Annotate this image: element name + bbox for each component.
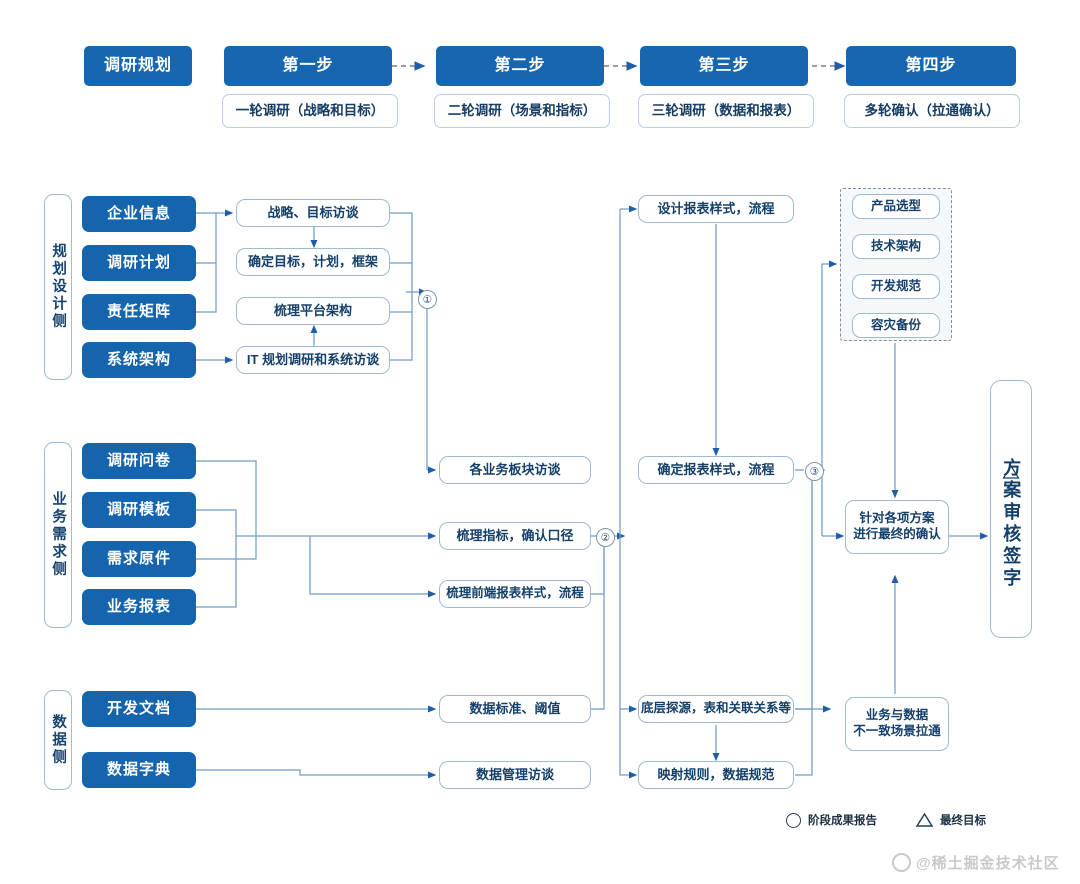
header-step-3-sub: 三轮调研（数据和报表） — [638, 94, 814, 128]
lane-label-business: 业务需求侧 — [44, 442, 72, 628]
task-confirm-report-style-flow[interactable]: 确定报表样式，流程 — [638, 456, 794, 484]
task-final-confirmation[interactable]: 针对各项方案 进行最终的确认 — [845, 500, 949, 554]
task-disaster-recovery-backup[interactable]: 容灾备份 — [852, 313, 940, 338]
triangle-icon — [1002, 465, 1020, 479]
connector-badge-2: ② — [596, 528, 615, 547]
task-product-selection[interactable]: 产品选型 — [852, 194, 940, 219]
lane-label-data: 数据侧 — [44, 690, 72, 790]
header-step-4-sub: 多轮确认（拉通确认） — [844, 94, 1020, 128]
task-mapping-rules-data-spec[interactable]: 映射规则，数据规范 — [638, 761, 794, 789]
task-platform-architecture[interactable]: 梳理平台架构 — [236, 297, 390, 325]
task-business-data-gap-line2: 不一致场景拉通 — [853, 724, 941, 738]
task-strategy-goal-interview[interactable]: 战略、目标访谈 — [236, 199, 390, 227]
header-step-1-sub: 一轮调研（战略和目标） — [222, 94, 398, 128]
watermark-text: @稀土掘金技术社区 — [916, 855, 1060, 872]
header-step-2-sub: 二轮调研（场景和指标） — [434, 94, 610, 128]
header-step-3: 第三步 — [640, 46, 808, 86]
header-step-2: 第二步 — [436, 46, 604, 86]
header-step-4: 第四步 — [846, 46, 1016, 86]
header-step-1: 第一步 — [224, 46, 392, 86]
legend-stage-report-label: 阶段成果报告 — [808, 815, 877, 827]
source-box-research-template[interactable]: 调研模板 — [82, 492, 196, 528]
connector-badge-3: ③ — [805, 462, 824, 481]
legend-final-goal: 最终目标 — [916, 812, 986, 828]
task-business-data-gap-line1: 业务与数据 — [865, 708, 929, 723]
final-approval-label: 方案审核签字 — [1001, 458, 1022, 590]
final-approval-signature[interactable]: 方案审核签字 — [990, 380, 1032, 638]
source-box-research-plan[interactable]: 调研计划 — [82, 245, 196, 281]
task-frontend-report-style-flow[interactable]: 梳理前端报表样式，流程 — [439, 580, 591, 608]
task-data-management-interview[interactable]: 数据管理访谈 — [439, 761, 591, 789]
task-it-plan-system-interview[interactable]: IT 规划调研和系统访谈 — [236, 346, 390, 374]
task-data-standard-threshold[interactable]: 数据标准、阈值 — [439, 695, 591, 723]
legend-final-goal-label: 最终目标 — [940, 815, 986, 827]
lane-label-planning: 规划设计侧 — [44, 194, 72, 380]
source-box-enterprise-info[interactable]: 企业信息 — [82, 196, 196, 232]
task-business-data-gap-alignment[interactable]: 业务与数据 不一致场景拉通 — [845, 697, 949, 751]
task-define-goal-plan-framework[interactable]: 确定目标，计划，框架 — [236, 248, 390, 276]
header-title-box: 调研规划 — [84, 46, 192, 86]
source-box-business-report[interactable]: 业务报表 — [82, 589, 196, 625]
source-box-data-dictionary[interactable]: 数据字典 — [82, 752, 196, 788]
task-final-confirmation-line1: 针对各项方案 — [859, 511, 935, 526]
task-development-standard[interactable]: 开发规范 — [852, 274, 940, 299]
source-box-questionnaire[interactable]: 调研问卷 — [82, 443, 196, 479]
source-box-system-architecture[interactable]: 系统架构 — [82, 342, 196, 378]
task-sort-metrics-confirm-caliber[interactable]: 梳理指标，确认口径 — [439, 522, 591, 550]
task-design-report-style-flow[interactable]: 设计报表样式，流程 — [638, 195, 794, 223]
source-box-requirement-prototype[interactable]: 需求原件 — [82, 541, 196, 577]
task-final-confirmation-line2: 进行最终的确认 — [853, 527, 941, 541]
task-underlying-source-tables[interactable]: 底层探源，表和关联关系等 — [638, 695, 794, 723]
legend-stage-report: 阶段成果报告 — [786, 812, 877, 828]
task-business-module-interview[interactable]: 各业务板块访谈 — [439, 456, 591, 484]
triangle-icon — [916, 813, 933, 827]
source-box-dev-document[interactable]: 开发文档 — [82, 691, 196, 727]
circle-icon — [786, 812, 801, 828]
source-box-responsibility-matrix[interactable]: 责任矩阵 — [82, 294, 196, 330]
watermark-logo-icon — [892, 853, 911, 872]
watermark: @稀土掘金技术社区 — [892, 852, 1060, 873]
connector-badge-1: ① — [418, 290, 437, 309]
task-technical-architecture[interactable]: 技术架构 — [852, 234, 940, 259]
